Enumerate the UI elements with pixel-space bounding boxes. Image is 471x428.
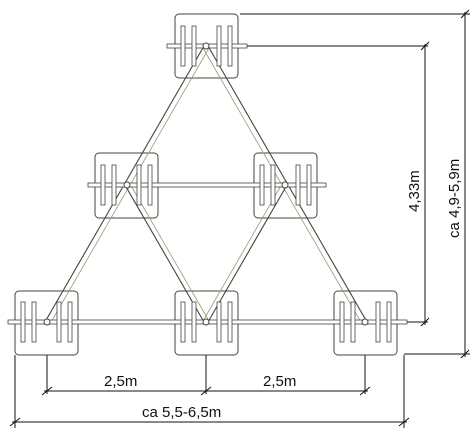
anchor-bars — [20, 25, 392, 343]
dimension-lines — [9, 9, 470, 428]
spacing-left-label: 2,5m — [104, 373, 137, 390]
total-width-label: ca 5,5-6,5m — [142, 404, 221, 421]
total-height-label: ca 4,9-5,9m — [446, 159, 463, 238]
height-label: 4,33m — [406, 170, 423, 212]
frame — [44, 45, 368, 325]
joints — [43, 42, 369, 326]
spacing-right-label: 2,5m — [263, 373, 296, 390]
dimension-labels: 2,5m 2,5m ca 5,5-6,5m 4,33m ca 4,9-5,9m — [104, 159, 463, 421]
